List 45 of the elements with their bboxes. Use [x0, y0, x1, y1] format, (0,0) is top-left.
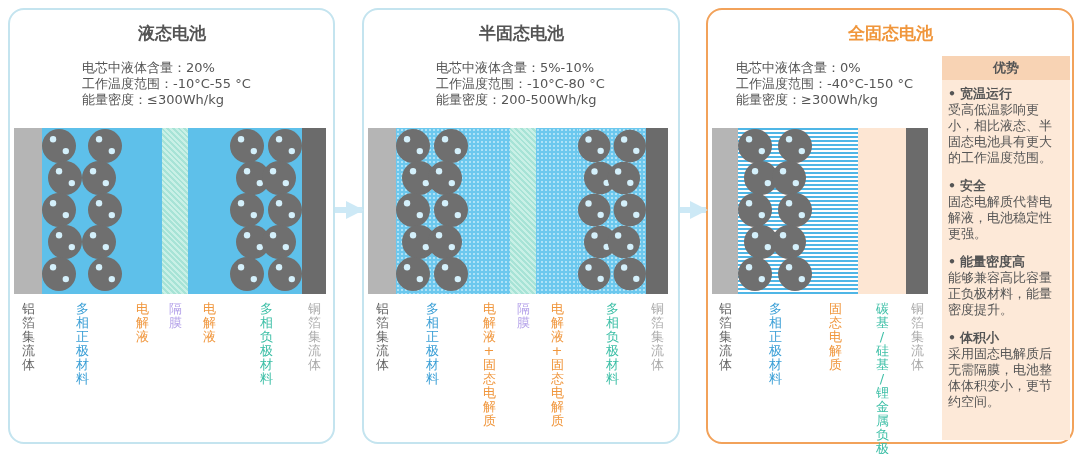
- layer-label: 铝箔集流体: [375, 302, 389, 372]
- layer-label: 电解液: [202, 302, 216, 344]
- advantage-text: 固态电解质代替电解液，电池稳定性更强。: [947, 194, 1053, 242]
- spec-text: 能量密度：≤300Wh/kg: [82, 92, 224, 108]
- spec-text: 电芯中液体含量：0%: [736, 60, 861, 76]
- spec-text: 工作温度范围：-40°C-150 °C: [736, 76, 914, 92]
- advantage-text: 采用固态电解质后无需隔膜，电池整体体积变小，更节约空间。: [947, 346, 1053, 410]
- arrow: [680, 201, 708, 219]
- layer-label: 多相负极材料: [259, 302, 273, 386]
- layer-label: 电解液: [135, 302, 149, 344]
- layer-label: 碳基/硅基/锂金属负极: [875, 302, 889, 454]
- panel-card: [8, 8, 335, 444]
- spec-text: 电芯中液体含量：5%-10%: [436, 60, 595, 76]
- spec-text: 能量密度：≥300Wh/kg: [736, 92, 878, 108]
- spec-text: 能量密度：200-500Wh/kg: [436, 92, 597, 108]
- panel-heading: 优势: [942, 56, 1070, 80]
- spec-text: 工作温度范围：-10°C-80 °C: [436, 76, 605, 92]
- panel-card: [362, 8, 680, 444]
- layer-label: 隔膜: [516, 302, 530, 330]
- panel-title: 半固态电池: [477, 22, 565, 45]
- layer-label: 多相负极材料: [605, 302, 619, 386]
- panel-title: 液态电池: [136, 22, 207, 45]
- layer-label: 铝箔集流体: [21, 302, 35, 372]
- layer-label: 多相正极材料: [425, 302, 439, 386]
- layer-label: 铜箔集流体: [650, 302, 664, 372]
- layer-label: 隔膜: [168, 302, 182, 330]
- layer-label: 铜箔集流体: [307, 302, 321, 372]
- layer-label: 铝箔集流体: [718, 302, 732, 372]
- advantage-heading: • 宽温运行: [947, 86, 1014, 102]
- layer-label: 铜箔集流体: [910, 302, 924, 372]
- spec-text: 工作温度范围：-10°C-55 °C: [82, 76, 251, 92]
- advantage-heading: • 安全: [947, 178, 988, 194]
- layer-label: 电解液+固态电解质: [550, 302, 564, 428]
- advantages-panel: [942, 56, 1070, 440]
- advantage-text: 受高低温影响更小，相比液态、半固态电池具有更大的工作温度范围。: [947, 102, 1053, 166]
- panel-title: 全固态电池: [846, 22, 934, 45]
- advantage-text: 能够兼容高比容量正负极材料，能量密度提升。: [947, 270, 1053, 318]
- advantage-heading: • 能量密度高: [947, 254, 1027, 270]
- layer-label: 多相正极材料: [75, 302, 89, 386]
- layer-label: 多相正极材料: [768, 302, 782, 386]
- advantage-heading: • 体积小: [947, 330, 1001, 346]
- spec-text: 电芯中液体含量：20%: [82, 60, 215, 76]
- layer-label: 电解液+固态电解质: [482, 302, 496, 428]
- arrow: [335, 201, 364, 219]
- layer-label: 固态电解质: [828, 302, 842, 372]
